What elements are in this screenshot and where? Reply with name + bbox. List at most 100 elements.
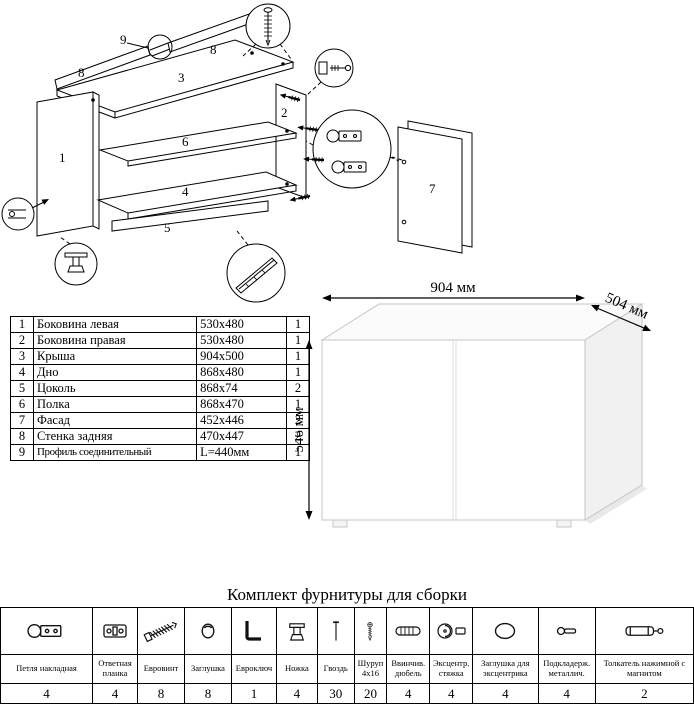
- screw-callout: [242, 3, 292, 60]
- foot-callout: [54, 236, 98, 286]
- hardware-table: Петля накладная Ответная планка Евровинт…: [0, 607, 694, 704]
- hardware-name: Заглушка для эксцентрика: [472, 654, 539, 684]
- part-number: 2: [10, 332, 34, 349]
- hardware-qty: 8: [136, 683, 185, 704]
- hardware-icon-cell: [429, 607, 474, 655]
- part-name: Боковина левая: [32, 316, 198, 333]
- hinge-icon: [27, 623, 62, 639]
- hardware-name: Ввинчив. дюбель: [386, 654, 431, 684]
- table-row: 8 Стенка задняя 470x447 2: [10, 428, 311, 445]
- screw-icon: [367, 622, 374, 642]
- hardware-icon-cell: [386, 607, 431, 655]
- part-qty: 2: [285, 380, 311, 397]
- hardware-qty: 4: [386, 683, 431, 704]
- table-row: 9 Профиль соединительный L=440мм 1: [10, 444, 311, 461]
- foot-icon: [289, 623, 305, 641]
- push-latch-icon: [625, 626, 664, 636]
- table-row: 5 Цоколь 868x74 2: [10, 380, 311, 397]
- nail-icon: [332, 621, 339, 641]
- hardware-name: Ножка: [275, 654, 318, 684]
- hardware-kit-title: Комплект фурнитуры для сборки: [227, 585, 467, 604]
- part-size: 868x74: [196, 380, 287, 397]
- strike-plate-icon: [103, 624, 127, 638]
- hardware-icons-row: [0, 607, 694, 655]
- part-qty: 1: [285, 316, 311, 333]
- cabinet-body: [320, 303, 647, 528]
- euro-key-icon: [245, 621, 261, 641]
- hardware-qty: 4: [91, 683, 138, 704]
- hardware-qty: 4: [472, 683, 539, 704]
- part-number: 6: [10, 396, 34, 413]
- part-size: 470x447: [196, 428, 287, 445]
- bottom-panel: [96, 171, 298, 220]
- exploded-view-diagram: 9 8 8 3 1 2 6 4 5 7: [1, 3, 473, 303]
- hardware-name: Заглушка: [183, 654, 232, 684]
- part-number: 1: [10, 316, 34, 333]
- connecting-profile: [149, 42, 171, 57]
- table-row: 2 Боковина правая 530x480 1: [10, 332, 311, 349]
- hardware-name: Подкладерж. металлич.: [537, 654, 596, 684]
- part-size: 530x480: [196, 332, 287, 349]
- part-size: 530x480: [196, 316, 287, 333]
- hardware-icon-cell: [230, 607, 277, 655]
- right-side-panel: [275, 83, 307, 199]
- profile-callout-circle: [147, 34, 173, 60]
- part-qty: 1: [285, 396, 311, 413]
- part-name: Стенка задняя: [32, 428, 198, 445]
- hardware-icon-cell: [183, 607, 232, 655]
- part-size: 452x446: [196, 412, 287, 429]
- part-name: Дно: [32, 364, 198, 381]
- plate-callout: [1, 197, 49, 231]
- part-size: 868x470: [196, 396, 287, 413]
- table-row: 3 Крыша 904x500 1: [10, 348, 311, 365]
- part-number: 7: [10, 412, 34, 429]
- cap-icon: [201, 623, 215, 639]
- part-size: 868x480: [196, 364, 287, 381]
- hardware-qty: 1: [230, 683, 277, 704]
- plinth-panel: [111, 200, 269, 232]
- part-size: 904x500: [196, 348, 287, 365]
- hardware-name: Гвоздь: [316, 654, 355, 684]
- hardware-names-row: Петля накладная Ответная планка Евровинт…: [0, 654, 694, 684]
- label9-leader: [126, 42, 149, 49]
- part-qty: 1: [285, 444, 311, 461]
- part-name: Полка: [32, 396, 198, 413]
- cam-cover-icon: [495, 622, 516, 640]
- hardware-qty: 20: [353, 683, 388, 704]
- hardware-icon-cell: [275, 607, 318, 655]
- table-row: 4 Дно 868x480 1: [10, 364, 311, 381]
- profile-detail-callout: [226, 230, 286, 303]
- hardware-qty: 4: [537, 683, 596, 704]
- left-side-panel: [36, 91, 100, 237]
- part-label-1: 1: [59, 150, 66, 165]
- shelf-support-icon: [556, 626, 576, 636]
- part-label-8b: 8: [210, 42, 217, 57]
- width-dimension-label: 904 мм: [430, 280, 476, 296]
- part-name: Цоколь: [32, 380, 198, 397]
- hardware-icon-cell: [472, 607, 539, 655]
- cam-lock-icon: [437, 623, 466, 639]
- hardware-qty: 4: [429, 683, 474, 704]
- hardware-qty: 8: [183, 683, 232, 704]
- part-number: 3: [10, 348, 34, 365]
- hardware-name: Эксцентр. стяжка: [429, 654, 474, 684]
- hardware-qty: 30: [316, 683, 355, 704]
- part-qty: 2: [285, 412, 311, 429]
- part-label-7: 7: [429, 181, 436, 196]
- door-panels: [397, 120, 473, 254]
- hardware-name: Ответная планка: [91, 654, 138, 684]
- parts-list-table: 1 Боковина левая 530x480 1 2 Боковина пр…: [10, 316, 311, 461]
- dimension-drawing: 904 мм 504 мм 546 мм: [295, 280, 651, 528]
- hardware-icon-cell: [136, 607, 185, 655]
- hardware-name: Евровинт: [136, 654, 185, 684]
- hardware-icon-cell: [353, 607, 388, 655]
- part-number: 5: [10, 380, 34, 397]
- part-name: Боковина правая: [32, 332, 198, 349]
- hardware-name: Евроключ: [230, 654, 277, 684]
- part-label-3: 3: [178, 70, 185, 85]
- part-size: L=440мм: [196, 444, 287, 461]
- part-number: 9: [10, 444, 34, 461]
- hardware-icon-cell: [316, 607, 355, 655]
- hardware-name: Толкатель нажимной с магнитом: [594, 654, 694, 684]
- back-panel-left: [54, 45, 151, 90]
